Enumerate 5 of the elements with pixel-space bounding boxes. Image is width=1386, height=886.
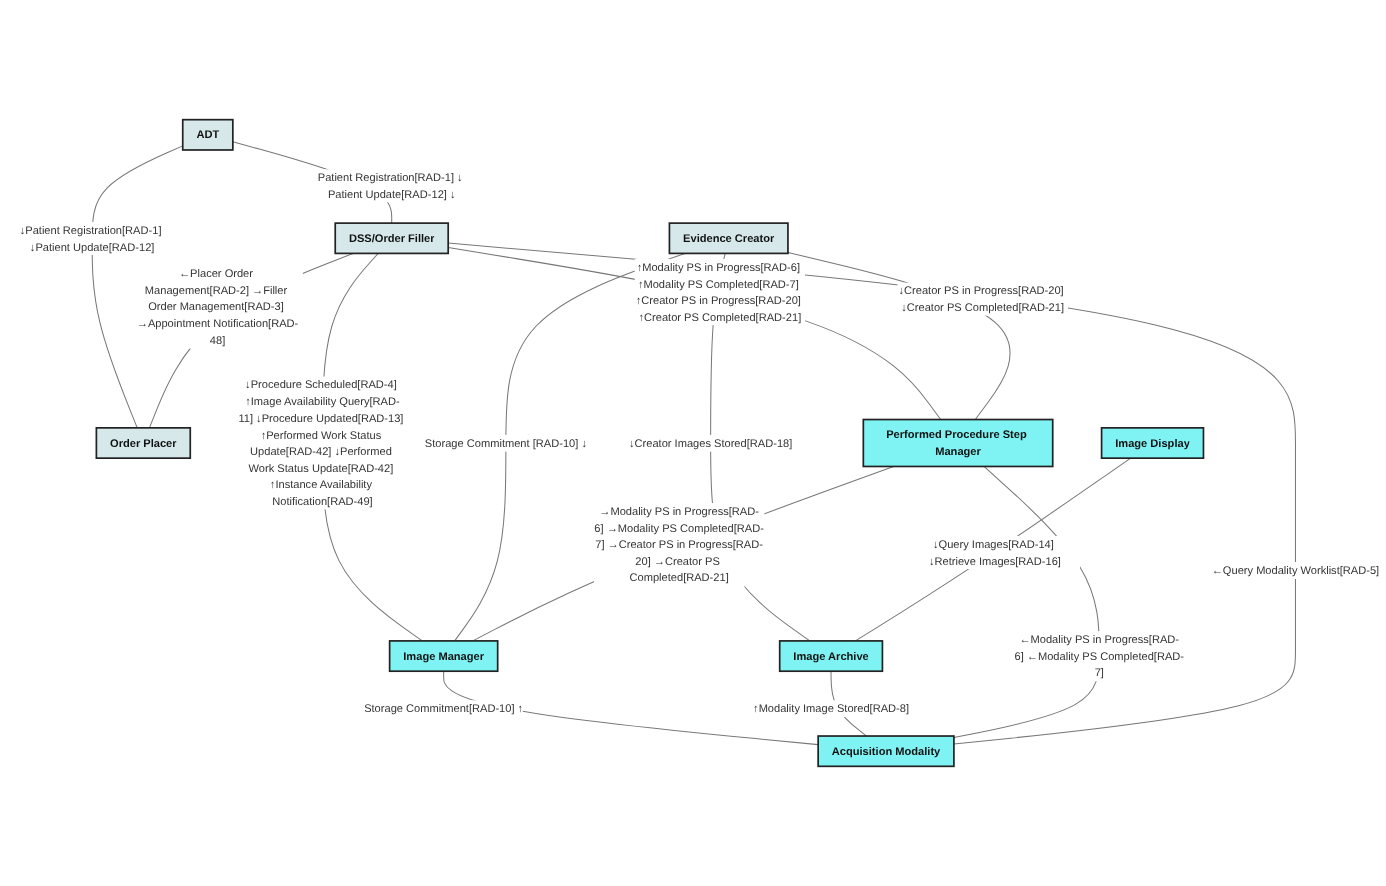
connector (472, 465, 895, 642)
connector (454, 252, 686, 642)
connector (447, 247, 942, 421)
connector (91, 145, 184, 429)
connector (854, 457, 1132, 642)
